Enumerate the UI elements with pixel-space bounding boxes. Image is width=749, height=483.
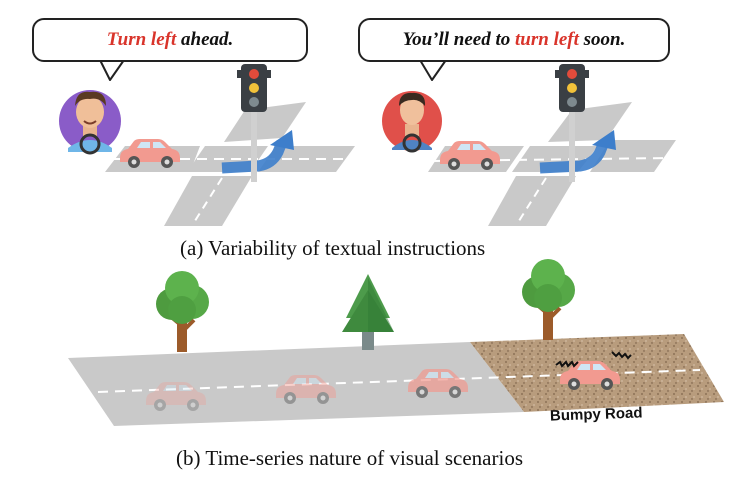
instruction-text: You’ll need to	[402, 29, 516, 50]
driver-avatar-2	[382, 91, 442, 153]
turn-arrow-right	[539, 139, 610, 174]
turn-arrow-left	[221, 139, 288, 174]
bubble-tail-2	[419, 59, 447, 81]
caption-a: (a) Variability of textual instructions	[180, 236, 486, 260]
caption-b: (b) Time-series nature of visual scenari…	[176, 446, 524, 470]
instruction-text: soon.	[578, 29, 626, 50]
bumpy-road-label: Bumpy Road	[549, 404, 643, 425]
instruction-highlight: turn left	[515, 29, 579, 50]
speech-bubble-1: Turn left ahead.	[32, 18, 308, 62]
speech-bubble-2: You’ll need to turn left soon.	[358, 18, 670, 62]
bubble-tail-1	[99, 59, 125, 81]
turn-arrowhead-right	[592, 130, 616, 150]
driver-avatar-1	[59, 90, 121, 155]
instruction-text: ahead.	[176, 29, 234, 50]
pine-tree-icon	[342, 274, 394, 350]
bump-lines-icon	[555, 351, 632, 368]
tree-icon	[520, 257, 577, 342]
turn-arrowhead-left	[270, 130, 294, 150]
tree-icon	[154, 269, 211, 354]
instruction-highlight: Turn left	[106, 29, 177, 50]
